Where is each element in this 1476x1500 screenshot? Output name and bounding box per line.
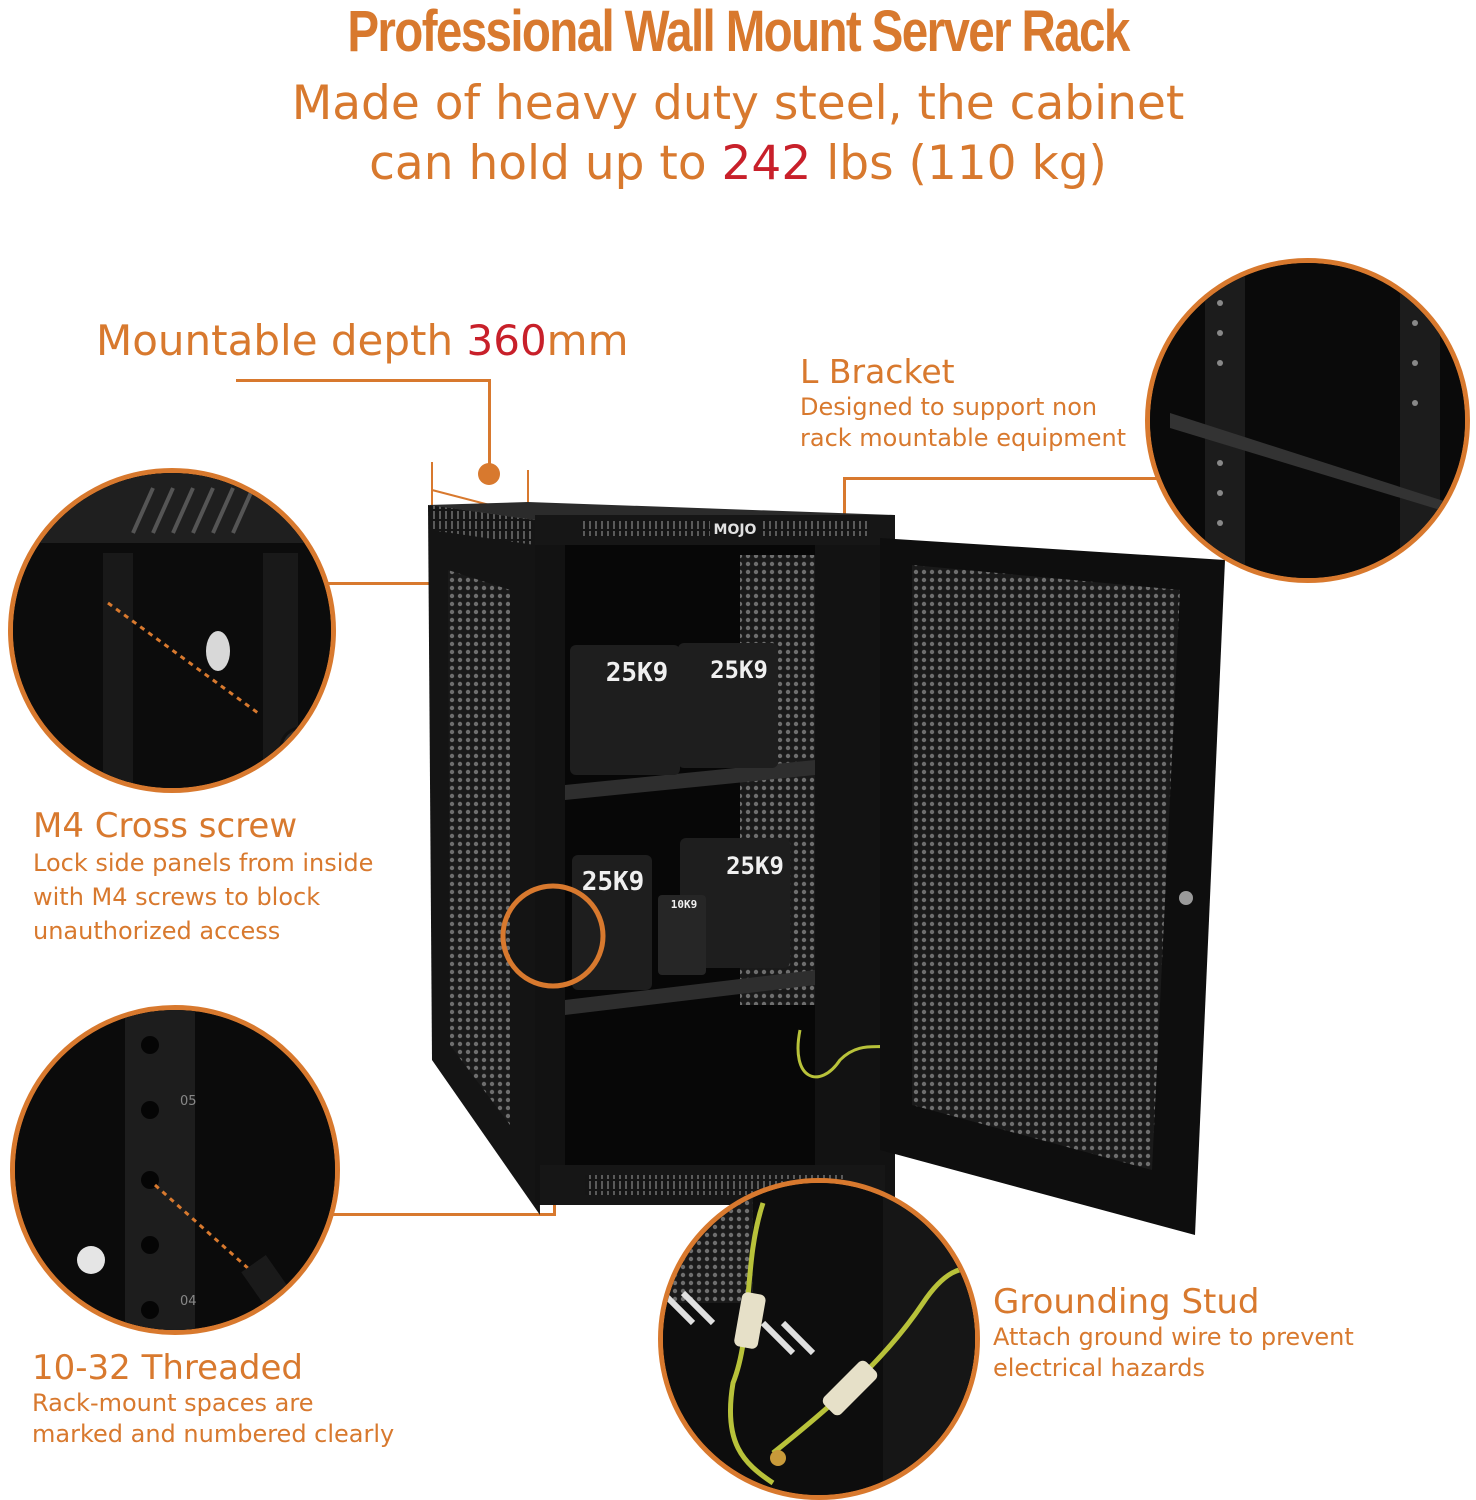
l-bracket-desc-2: rack mountable equipment (800, 424, 1127, 452)
depth-unit: mm (546, 316, 629, 365)
threaded-callout: 10-32 Threaded Rack-mount spaces are mar… (32, 1348, 394, 1450)
depth-leader-v (488, 379, 491, 469)
m4-leader (326, 582, 446, 585)
m4-screw-callout: M4 Cross screw Lock side panels from ins… (33, 806, 373, 948)
subtitle-line-1: Made of heavy duty steel, the cabinet (291, 76, 1185, 131)
threaded-detail-image: 05 04 (10, 1005, 340, 1335)
l-bracket-callout: L Bracket Designed to support non rack m… (800, 352, 1126, 454)
threaded-title: 10-32 Threaded (32, 1348, 303, 1388)
grounding-stud-detail-image (658, 1178, 980, 1500)
l-bracket-title: L Bracket (800, 352, 955, 391)
m4-screw-desc-1: Lock side panels from inside (33, 849, 374, 877)
subtitle-line-2: can hold up to 242 lbs (110 kg) (0, 134, 1476, 194)
depth-value: 360 (466, 316, 547, 365)
weight-label-2: 25K9 (710, 656, 768, 684)
m4-screw-desc-3: unauthorized access (33, 917, 281, 945)
grounding-callout: Grounding Stud Attach ground wire to pre… (993, 1282, 1354, 1384)
rail-number-05: 05 (180, 1094, 197, 1109)
weight-label-4: 25K9 (726, 852, 784, 880)
subtitle-suffix: lbs (110 kg) (811, 136, 1107, 191)
m4-screw-title: M4 Cross screw (33, 806, 298, 846)
page-subtitle: Made of heavy duty steel, the cabinet ca… (0, 74, 1476, 194)
weight-label-3: 25K9 (582, 867, 645, 897)
depth-marker-dot (478, 463, 500, 485)
weight-capacity-value: 242 (721, 136, 812, 191)
depth-label: Mountable depth 360mm (96, 316, 629, 366)
threaded-leader-h (330, 1213, 556, 1216)
weight-label-1: 25K9 (606, 658, 669, 688)
threaded-desc-1: Rack-mount spaces are (32, 1389, 314, 1417)
page-title: Professional Wall Mount Server Rack (347, 0, 1130, 64)
grounding-desc-2: electrical hazards (993, 1354, 1205, 1382)
l-bracket-leader-h (843, 477, 1158, 480)
threaded-desc-2: marked and numbered clearly (32, 1420, 395, 1448)
subtitle-prefix: can hold up to (369, 136, 722, 191)
brand-logo: MOJO (714, 522, 757, 538)
m4-screw-detail-image (8, 468, 336, 793)
m4-screw-desc-2: with M4 screws to block (33, 883, 321, 911)
l-bracket-desc-1: Designed to support non (800, 393, 1098, 421)
depth-leader-h (236, 379, 490, 382)
grounding-desc-1: Attach ground wire to prevent (993, 1323, 1354, 1351)
weight-label-5: 10K9 (671, 898, 698, 911)
l-bracket-detail-image (1145, 258, 1470, 583)
rail-number-04: 04 (180, 1294, 197, 1309)
depth-label-prefix: Mountable depth (96, 316, 467, 365)
grounding-title: Grounding Stud (993, 1282, 1260, 1322)
